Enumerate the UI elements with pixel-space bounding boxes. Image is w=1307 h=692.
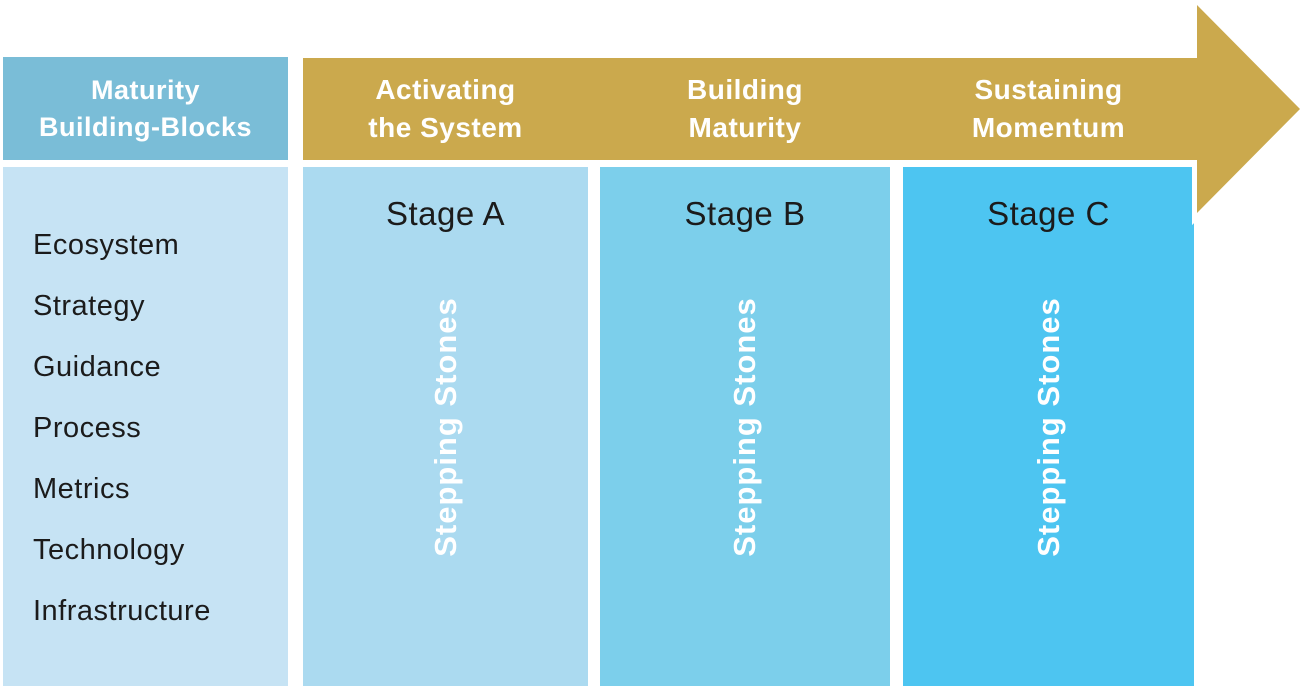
building-blocks-list: Ecosystem Strategy Guidance Process Metr… [3, 167, 288, 686]
list-item-strategy: Strategy [33, 290, 145, 322]
stage-a-label: Stage A [385, 195, 506, 232]
building-blocks-header-line2: Building-Blocks [38, 111, 252, 142]
list-item-ecosystem: Ecosystem [33, 229, 180, 261]
stage-b-label: Stage B [684, 195, 806, 232]
phase-sustaining-line2: Momentum [971, 112, 1126, 143]
phase-activating-line1: Activating [375, 74, 516, 105]
list-item-infrastructure: Infrastructure [33, 595, 211, 627]
phase-building-maturity: Building Maturity [600, 58, 890, 160]
list-item-technology: Technology [33, 534, 185, 566]
stage-b-stepping-stones-watermark: Stepping Stones [727, 296, 762, 557]
phase-sustaining-momentum: Sustaining Momentum [903, 58, 1194, 160]
list-item-process: Process [33, 412, 142, 444]
building-blocks-header-line1: Maturity [90, 74, 200, 105]
phase-sustaining-line1: Sustaining [974, 74, 1123, 105]
stage-c-column: Stage C Stepping Stones [903, 167, 1194, 686]
building-blocks-header: Maturity Building-Blocks [3, 57, 288, 160]
stage-a-stepping-stones-watermark: Stepping Stones [427, 296, 463, 557]
stage-b-column: Stage B Stepping Stones [600, 167, 890, 686]
stage-a-column: Stage A Stepping Stones [303, 167, 588, 686]
list-item-metrics: Metrics [33, 473, 130, 505]
phase-activating-the-system: Activating the System [303, 58, 588, 160]
phase-building-line1: Building [687, 74, 803, 105]
stage-c-stepping-stones-watermark: Stepping Stones [1030, 296, 1066, 557]
phase-building-line2: Maturity [688, 112, 802, 143]
phase-activating-line2: the System [368, 112, 523, 143]
stage-c-label: Stage C [987, 195, 1110, 232]
list-item-guidance: Guidance [33, 351, 162, 383]
